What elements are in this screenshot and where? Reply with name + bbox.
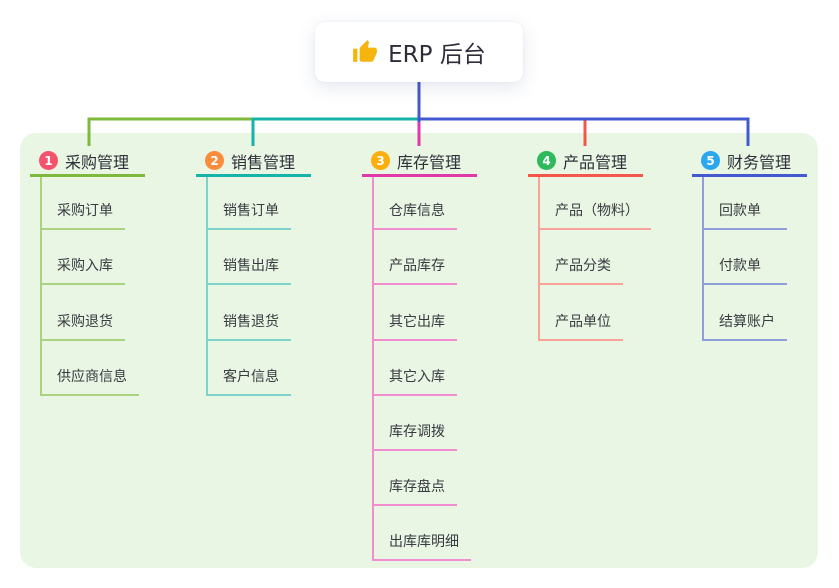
node-settlement-account[interactable]: 结算账户 xyxy=(702,312,787,341)
node-label: 结算账户 xyxy=(719,314,775,330)
branch-number-badge: 5 xyxy=(701,151,720,170)
node-customer-info[interactable]: 客户信息 xyxy=(206,367,291,396)
branch-label: 销售管理 xyxy=(231,152,296,172)
node-product-stock[interactable]: 产品库存 xyxy=(372,256,457,285)
branch-purchase: 1 采购管理 采购订单 采购入库 采购退货 供应商信息 xyxy=(30,147,145,396)
node-label: 客户信息 xyxy=(223,369,279,385)
node-label: 销售退货 xyxy=(223,314,279,330)
node-purchase-inbound[interactable]: 采购入库 xyxy=(40,256,125,285)
branch-label: 库存管理 xyxy=(397,152,462,172)
node-label: 采购订单 xyxy=(57,203,113,219)
branch-inventory-header[interactable]: 3 库存管理 xyxy=(362,147,477,177)
node-payment-bill[interactable]: 付款单 xyxy=(702,256,787,285)
node-sales-return[interactable]: 销售退货 xyxy=(206,312,291,341)
node-outbound-details[interactable]: 出库库明细 xyxy=(372,532,471,561)
node-purchase-return[interactable]: 采购退货 xyxy=(40,312,125,341)
node-product-category[interactable]: 产品分类 xyxy=(538,256,623,285)
children-connector-line xyxy=(372,177,374,561)
node-product-unit[interactable]: 产品单位 xyxy=(538,312,623,341)
node-sales-outbound[interactable]: 销售出库 xyxy=(206,256,291,285)
node-label: 回款单 xyxy=(719,203,761,219)
branch-sales-header[interactable]: 2 销售管理 xyxy=(196,147,311,177)
branch-number-badge: 4 xyxy=(537,151,556,170)
node-label: 销售出库 xyxy=(223,258,279,274)
branch-label: 产品管理 xyxy=(563,152,628,172)
node-label: 库存调拨 xyxy=(389,424,445,440)
thumbs-up-icon xyxy=(353,40,378,62)
root-node[interactable]: ERP 后台 xyxy=(315,22,523,82)
children-connector-line xyxy=(206,177,208,396)
mindmap-panel xyxy=(20,133,818,568)
node-purchase-order[interactable]: 采购订单 xyxy=(40,201,125,230)
node-label: 销售订单 xyxy=(223,203,279,219)
children-connector-line xyxy=(538,177,540,341)
node-stock-transfer[interactable]: 库存调拨 xyxy=(372,422,457,451)
branch-product: 4 产品管理 产品（物料） 产品分类 产品单位 xyxy=(528,147,651,341)
root-label: ERP 后台 xyxy=(388,42,486,68)
node-sales-order[interactable]: 销售订单 xyxy=(206,201,291,230)
branch-label: 采购管理 xyxy=(65,152,130,172)
node-label: 产品（物料） xyxy=(555,203,639,219)
node-label: 库存盘点 xyxy=(389,479,445,495)
node-product-material[interactable]: 产品（物料） xyxy=(538,201,651,230)
branch-finance-header[interactable]: 5 财务管理 xyxy=(692,147,807,177)
branch-number-badge: 2 xyxy=(205,151,224,170)
children-connector-line xyxy=(702,177,704,341)
node-label: 其它入库 xyxy=(389,369,445,385)
node-label: 仓库信息 xyxy=(389,203,445,219)
node-label: 产品单位 xyxy=(555,314,611,330)
branch-purchase-header[interactable]: 1 采购管理 xyxy=(30,147,145,177)
node-label: 产品库存 xyxy=(389,258,445,274)
branch-product-header[interactable]: 4 产品管理 xyxy=(528,147,643,177)
children-connector-line xyxy=(40,177,42,396)
node-label: 出库库明细 xyxy=(389,534,459,550)
node-label: 付款单 xyxy=(719,258,761,274)
node-label: 采购入库 xyxy=(57,258,113,274)
node-warehouse-info[interactable]: 仓库信息 xyxy=(372,201,457,230)
branch-inventory: 3 库存管理 仓库信息 产品库存 其它出库 其它入库 库存调拨 库存盘点 出库库… xyxy=(362,147,477,561)
branch-number-badge: 3 xyxy=(371,151,390,170)
node-label: 采购退货 xyxy=(57,314,113,330)
branch-sales: 2 销售管理 销售订单 销售出库 销售退货 客户信息 xyxy=(196,147,311,396)
branch-finance: 5 财务管理 回款单 付款单 结算账户 xyxy=(692,147,807,341)
node-stock-taking[interactable]: 库存盘点 xyxy=(372,477,457,506)
node-supplier-info[interactable]: 供应商信息 xyxy=(40,367,139,396)
node-label: 其它出库 xyxy=(389,314,445,330)
node-other-outbound[interactable]: 其它出库 xyxy=(372,312,457,341)
node-receipt-bill[interactable]: 回款单 xyxy=(702,201,787,230)
node-label: 供应商信息 xyxy=(57,369,127,385)
node-label: 产品分类 xyxy=(555,258,611,274)
node-other-inbound[interactable]: 其它入库 xyxy=(372,367,457,396)
branch-label: 财务管理 xyxy=(727,152,792,172)
branch-number-badge: 1 xyxy=(39,151,58,170)
